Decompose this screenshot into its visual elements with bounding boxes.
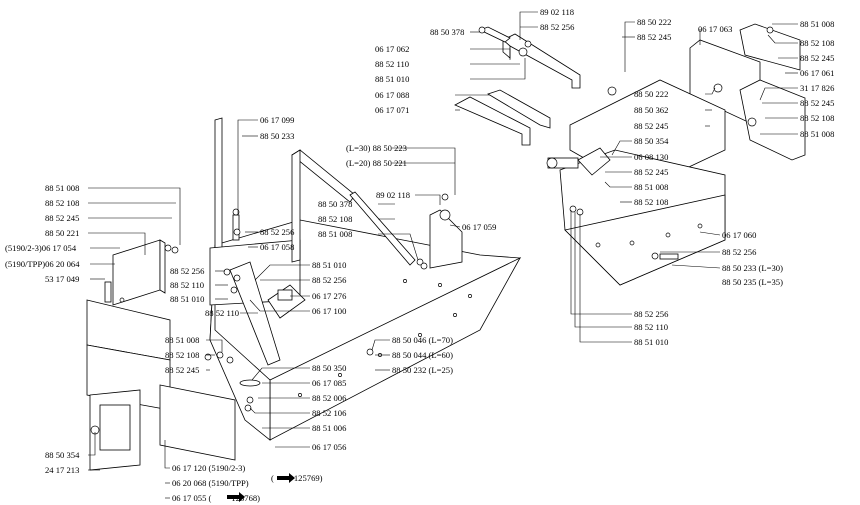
callout-c3: 88 52 256 — [540, 22, 575, 32]
bracket-06-17-100 — [229, 261, 306, 366]
callout-c60: 06 17 100 — [312, 306, 346, 316]
callout-labels: 89 02 118 88 50 378 88 52 256 06 17 062 … — [5, 7, 835, 503]
callout-c23: 88 50 354 — [634, 136, 669, 146]
callout-c77: 06 17 055 (125768) — [172, 493, 260, 503]
callout-c4: 06 17 062 — [375, 44, 409, 54]
frame-06-17-058 — [291, 149, 416, 266]
callout-c24: 06 08 130 — [634, 152, 668, 162]
callout-c21: 88 50 362 — [634, 105, 668, 115]
callout-c18: 88 52 108 — [800, 113, 834, 123]
callout-c22: 88 52 245 — [634, 121, 668, 131]
callout-c11: 06 17 063 — [698, 24, 732, 34]
callout-c42: 88 51 008 — [318, 229, 352, 239]
callout-c9: 88 50 222 — [637, 17, 671, 27]
callout-c36: 88 50 233 — [260, 131, 294, 141]
callout-c33: 88 52 110 — [634, 322, 668, 332]
right-upper-assembly — [546, 23, 806, 286]
callout-c44: 88 52 256 — [260, 227, 295, 237]
callout-c75: 06 17 120 (5190/2-3) — [172, 463, 245, 473]
callout-c12: 88 51 008 — [800, 19, 834, 29]
callout-c50: (5190/2-3)06 17 054 — [5, 243, 77, 253]
callout-c46: 88 51 008 — [45, 183, 79, 193]
callout-c67: 88 50 350 — [312, 363, 346, 373]
callout-c10: 88 52 245 — [637, 32, 671, 42]
callout-c78: (125769) — [271, 473, 323, 483]
bracket-06-17-062 — [478, 26, 581, 89]
callout-c55: 88 51 010 — [170, 294, 204, 304]
callout-c52: 53 17 049 — [45, 274, 79, 284]
callout-c19: 88 51 008 — [800, 129, 834, 139]
callout-c37: (L=30) 88 50 223 — [346, 143, 407, 153]
callout-c62: 88 52 108 — [165, 350, 199, 360]
callout-c1: 89 02 118 — [540, 7, 574, 17]
callout-c65: 88 50 044 (L=60) — [392, 350, 453, 360]
callout-c28: 06 17 060 — [722, 230, 756, 240]
callout-c20: 88 50 222 — [634, 89, 668, 99]
callout-c38: (L=20) 88 50 221 — [346, 158, 407, 168]
callout-c64: 88 50 046 (L=70) — [392, 335, 453, 345]
callout-c26: 88 51 008 — [634, 182, 668, 192]
callout-c59: 88 52 110 — [205, 308, 239, 318]
callout-c73: 88 50 354 — [45, 450, 80, 460]
callout-c63: 88 52 245 — [165, 365, 199, 375]
callout-c15: 06 17 061 — [800, 68, 834, 78]
callout-c27: 88 52 108 — [634, 197, 668, 207]
callout-c34: 88 51 010 — [634, 337, 668, 347]
callout-c7: 06 17 088 — [375, 90, 409, 100]
callout-c31: 88 50 235 (L=35) — [722, 277, 783, 287]
callout-c54: 88 52 110 — [170, 280, 204, 290]
callout-c6: 88 51 010 — [375, 74, 409, 84]
bracket-06-17-059 — [429, 209, 463, 269]
callout-c57: 88 52 256 — [312, 275, 347, 285]
callout-c61: 88 51 008 — [165, 335, 199, 345]
callout-c47: 88 52 108 — [45, 198, 79, 208]
callout-c70: 88 52 106 — [312, 408, 347, 418]
callout-c56: 88 51 010 — [312, 260, 346, 270]
callout-c58: 06 17 276 — [312, 291, 347, 301]
callout-c68: 06 17 085 — [312, 378, 346, 388]
callout-c17: 88 52 245 — [800, 98, 834, 108]
callout-c43: 06 17 059 — [462, 222, 496, 232]
bracket-06-17-071 — [454, 89, 551, 146]
callout-c29: 88 52 256 — [722, 247, 757, 257]
lower-left-assembly — [86, 299, 236, 471]
panel-06-17-054 — [104, 239, 166, 306]
callout-c49: 88 50 221 — [45, 228, 79, 238]
side-plate-06-17-099 — [209, 117, 301, 306]
leader-lines — [88, 11, 798, 499]
callout-c74: 24 17 213 — [45, 465, 79, 475]
callout-c2: 88 50 378 — [430, 27, 464, 37]
callout-c41: 88 52 108 — [318, 214, 352, 224]
callout-c16: 31 17 826 — [800, 83, 835, 93]
callout-c45: 06 17 058 — [260, 242, 294, 252]
callout-c71: 88 51 006 — [312, 423, 347, 433]
arrow-icon-125768 — [227, 492, 245, 502]
callout-c30: 88 50 233 (L=30) — [722, 263, 783, 273]
callout-c13: 88 52 108 — [800, 38, 834, 48]
callout-c39: 89 02 118 — [376, 190, 410, 200]
callout-c32: 88 52 256 — [634, 309, 669, 319]
callout-c40: 88 50 378 — [318, 199, 352, 209]
callout-c53: 88 52 256 — [170, 266, 205, 276]
callout-c69: 88 52 006 — [312, 393, 347, 403]
callout-c51: (5190/TPP)06 20 064 — [5, 259, 80, 269]
callout-c76: 06 20 068 (5190/TPP) — [172, 478, 249, 488]
hardware-cluster — [164, 193, 449, 412]
callout-c72: 06 17 056 — [312, 442, 347, 452]
callout-c8: 06 17 071 — [375, 105, 409, 115]
arrow-icon-125769 — [277, 473, 295, 483]
callout-c35: 06 17 099 — [260, 115, 294, 125]
callout-c5: 88 52 110 — [375, 59, 409, 69]
callout-c14: 88 52 245 — [800, 53, 834, 63]
callout-c48: 88 52 245 — [45, 213, 79, 223]
callout-c66: 88 50 232 (L=25) — [392, 365, 453, 375]
callout-c25: 88 52 245 — [634, 167, 668, 177]
